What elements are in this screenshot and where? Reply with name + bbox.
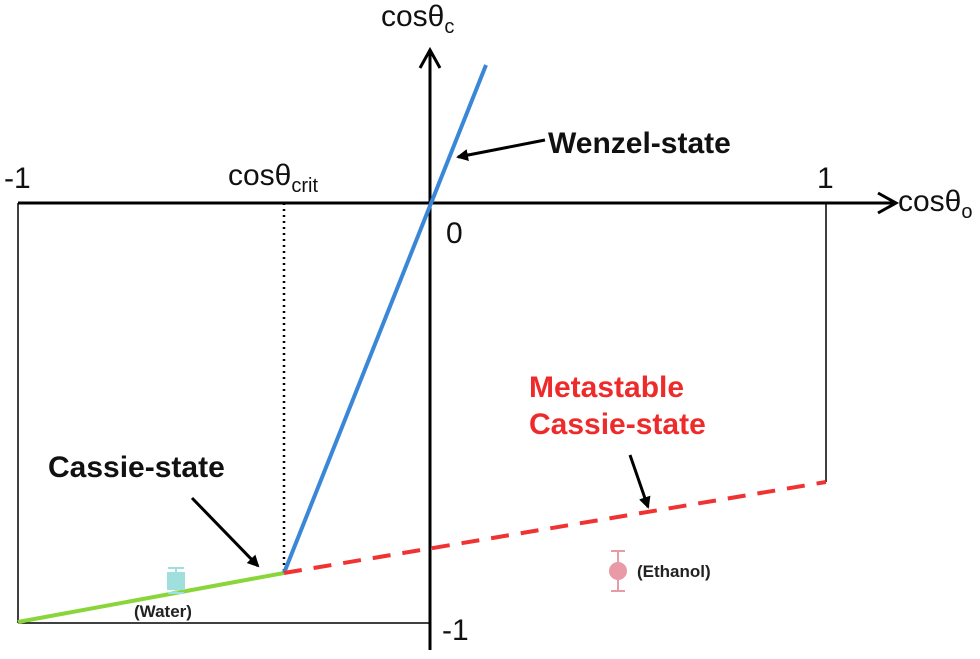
tick-origin: 0 bbox=[446, 217, 463, 250]
tick-x-minus-one: -1 bbox=[4, 162, 31, 195]
x-axis-label: cosθo bbox=[898, 185, 973, 223]
y-axis-label: cosθc bbox=[381, 0, 454, 38]
wenzel-arrow bbox=[456, 138, 546, 161]
series-wenzel-line bbox=[282, 64, 488, 574]
water-label: (Water) bbox=[134, 602, 192, 621]
axes bbox=[18, 46, 900, 650]
tick-x-one: 1 bbox=[817, 162, 834, 195]
crit-label: cosθcrit bbox=[228, 159, 318, 197]
series-cassie-line bbox=[17, 571, 285, 624]
cassie-label: Cassie-state bbox=[48, 451, 225, 484]
y-axis-arrowhead bbox=[418, 46, 442, 69]
cassie-arrow bbox=[190, 496, 260, 568]
x-axis-arrowhead bbox=[877, 191, 900, 215]
series-metastable-line bbox=[283, 480, 827, 575]
ethanol-label: (Ethanol) bbox=[637, 562, 711, 581]
tick-y-minus-one: -1 bbox=[442, 614, 469, 647]
frame bbox=[17, 203, 827, 624]
metastable-label-line2: Cassie-state bbox=[529, 408, 706, 441]
metastable-arrow bbox=[628, 454, 651, 509]
wenzel-label: Wenzel-state bbox=[548, 127, 731, 160]
water-point bbox=[167, 567, 185, 594]
ethanol-point bbox=[609, 550, 627, 592]
metastable-label-line1: Metastable bbox=[529, 371, 684, 404]
